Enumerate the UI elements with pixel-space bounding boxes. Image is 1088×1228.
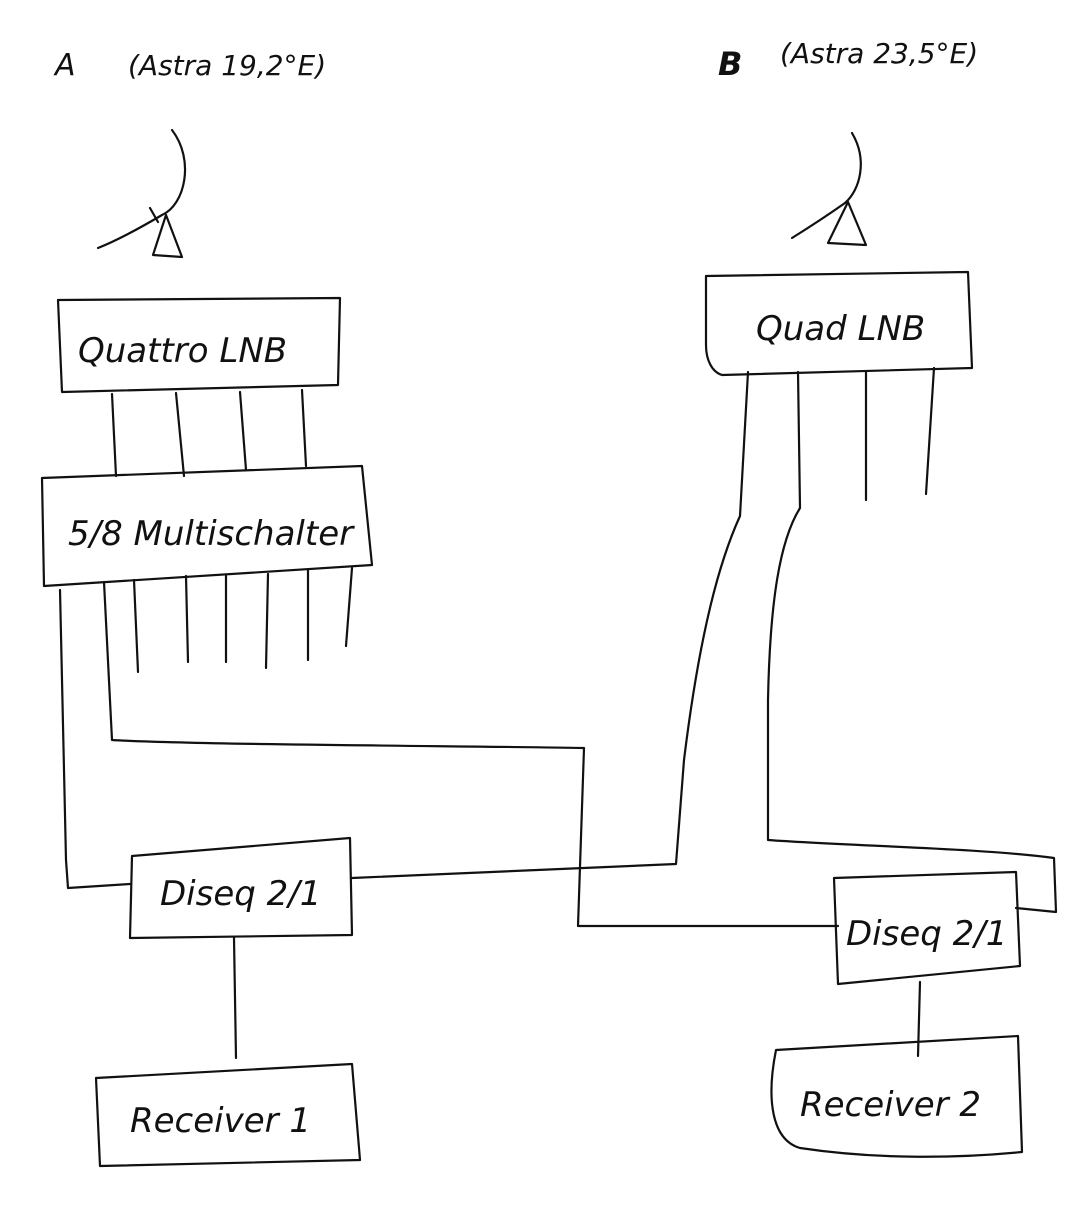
quattro-lnb-cables (110, 388, 308, 478)
cable-multiswitch-to-diseqc2 (102, 580, 840, 928)
dish-a-icon (96, 128, 187, 259)
multiswitch-block: 5/8 Multischalter (40, 464, 374, 588)
receiver-2-label: Receiver 2 (800, 1085, 981, 1125)
quattro-lnb-label: Quattro LNB (78, 331, 287, 371)
quad-lnb-block: Quad LNB (704, 270, 974, 377)
cable-diseqc1-to-receiver1 (232, 936, 238, 1060)
cable-quadlnb-to-diseqc1 (350, 370, 750, 880)
diseqc-2-block: Diseq 2/1 (832, 870, 1022, 986)
satellite-b-letter: B (718, 45, 742, 83)
satellite-a-position: (Astra 19,2°E) (128, 49, 326, 82)
diseqc-2-label: Diseq 2/1 (846, 914, 1007, 954)
cable-quadlnb-to-diseqc2 (766, 370, 1058, 914)
satellite-b-position: (Astra 23,5°E) (780, 37, 978, 70)
diseqc-1-label: Diseq 2/1 (160, 874, 321, 914)
cable-diseqc2-to-receiver2 (916, 980, 922, 1058)
satellite-a-letter: A (53, 48, 76, 83)
dish-b-icon (790, 131, 868, 247)
multiswitch-output-stubs (132, 566, 354, 674)
diseqc-1-block: Diseq 2/1 (128, 836, 354, 940)
receiver-1-label: Receiver 1 (130, 1101, 311, 1141)
receiver-1-block: Receiver 1 (94, 1062, 362, 1168)
quad-lnb-cables (864, 366, 936, 502)
receiver-2-block: Receiver 2 (770, 1034, 1024, 1158)
multiswitch-label: 5/8 Multischalter (68, 514, 355, 554)
quattro-lnb-block: Quattro LNB (56, 296, 342, 394)
quad-lnb-label: Quad LNB (756, 309, 925, 349)
cable-multiswitch-to-diseqc1 (58, 588, 132, 890)
